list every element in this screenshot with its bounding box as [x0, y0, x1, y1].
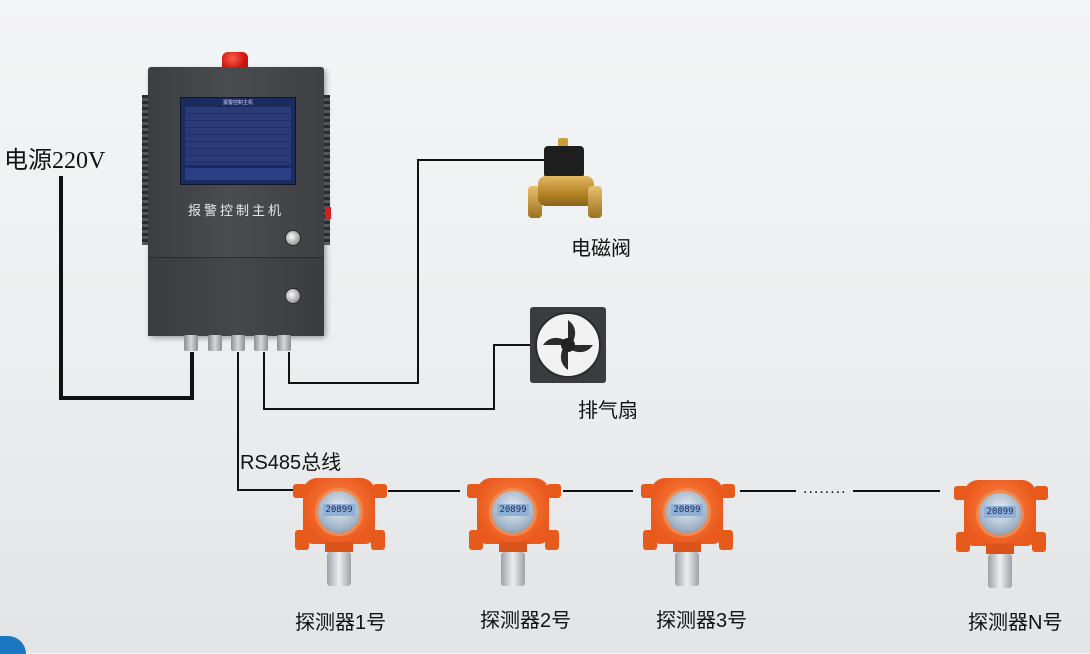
cable-gland [208, 335, 222, 351]
detector-label: 探测器3号 [656, 610, 748, 632]
cable-gland [184, 335, 198, 351]
gas-detector-icon: 20899 [954, 480, 1050, 595]
screen-title: 报警控制主机 [222, 100, 253, 106]
detector-reading: 20899 [671, 504, 703, 516]
cable-gland [277, 335, 291, 351]
fan-cable [263, 344, 532, 410]
red-button-icon [325, 207, 331, 219]
controller-label: 报警控制主机 [187, 203, 284, 218]
valve-cable [288, 159, 548, 384]
valve-label: 电磁阀 [571, 238, 631, 260]
gas-detector-icon: 20899 [641, 478, 737, 593]
detector-label: 探测器N号 [968, 612, 1063, 634]
alarm-lamp-icon [222, 52, 248, 68]
gas-detector-icon: 20899 [467, 478, 563, 593]
rs485-bus-line [237, 352, 298, 491]
cable-gland [231, 335, 245, 351]
cable-gland [254, 335, 268, 351]
detector-label: 探测器1号 [295, 612, 387, 634]
detector-reading: 20899 [323, 504, 355, 516]
controller-knob-icon [285, 230, 301, 246]
gas-detector-icon: 20899 [293, 478, 389, 593]
bus-label: RS485总线 [240, 452, 342, 474]
controller-screen: 报警控制主机 [180, 97, 296, 185]
fan-label: 排气扇 [578, 400, 638, 422]
exhaust-fan-icon [530, 307, 606, 383]
corner-accent [0, 636, 26, 654]
screen-table [185, 107, 291, 165]
screen-footer [185, 168, 291, 180]
ellipsis: ........ [803, 480, 847, 497]
detector-reading: 20899 [497, 504, 529, 516]
right-vent [324, 95, 330, 245]
detector-reading: 20899 [984, 506, 1016, 518]
controller-lock-icon [285, 288, 301, 304]
detector-label: 探测器2号 [480, 610, 572, 632]
solenoid-valve-icon [528, 138, 602, 226]
power-label: 电源220V [4, 148, 106, 174]
power-cable [59, 176, 194, 400]
left-vent [142, 95, 148, 245]
